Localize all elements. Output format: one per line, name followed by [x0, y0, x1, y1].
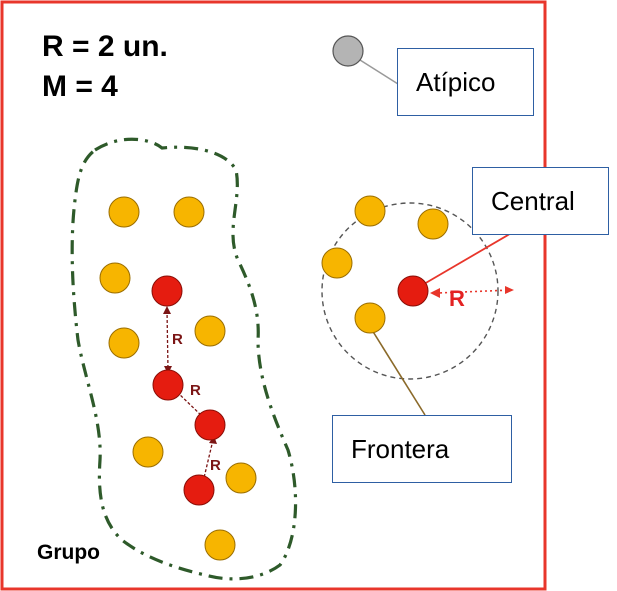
outlier-label-box: Atípico — [397, 48, 534, 116]
border-label: Frontera — [351, 433, 450, 464]
border-point — [132, 436, 164, 468]
border-point — [321, 247, 353, 279]
cluster-outline — [70, 137, 298, 581]
minpts-parameter: M = 4 — [42, 70, 118, 103]
central-connector — [423, 227, 521, 285]
core-points — [151, 275, 429, 506]
radius-arrow — [437, 289, 513, 294]
border-point — [204, 529, 236, 561]
distance-label-1: R — [172, 331, 183, 348]
radius-parameter: R = 2 un. — [42, 30, 168, 63]
core-point — [194, 409, 226, 441]
outlier-label: Atípico — [416, 66, 496, 97]
border-label-box: Frontera — [332, 415, 512, 483]
radius-arrow-head-right — [505, 286, 514, 294]
central-label: Central — [491, 185, 575, 216]
central-label-box: Central — [472, 167, 609, 235]
outlier-connector — [359, 59, 399, 85]
central-point — [397, 275, 429, 307]
radius-circle — [321, 202, 499, 380]
border-point — [173, 196, 205, 228]
core-point — [151, 275, 183, 307]
border-connector — [371, 329, 426, 416]
distance-arrow-1 — [163, 306, 172, 374]
border-point — [99, 262, 131, 294]
border-point — [225, 462, 257, 494]
border-point — [194, 315, 226, 347]
diagram-frame — [0, 0, 547, 591]
border-points — [99, 195, 449, 561]
border-point — [417, 208, 449, 240]
group-label: Grupo — [37, 541, 100, 564]
core-point — [183, 474, 215, 506]
distance-label-2: R — [190, 382, 201, 399]
distance-label-3: R — [210, 457, 221, 474]
border-point — [354, 302, 386, 334]
border-point — [108, 196, 140, 228]
radius-label: R — [449, 286, 465, 311]
radius-arrow-head-left — [430, 288, 440, 298]
outlier-point — [332, 35, 364, 67]
border-point — [354, 195, 386, 227]
border-point — [108, 327, 140, 359]
core-point — [152, 369, 184, 401]
